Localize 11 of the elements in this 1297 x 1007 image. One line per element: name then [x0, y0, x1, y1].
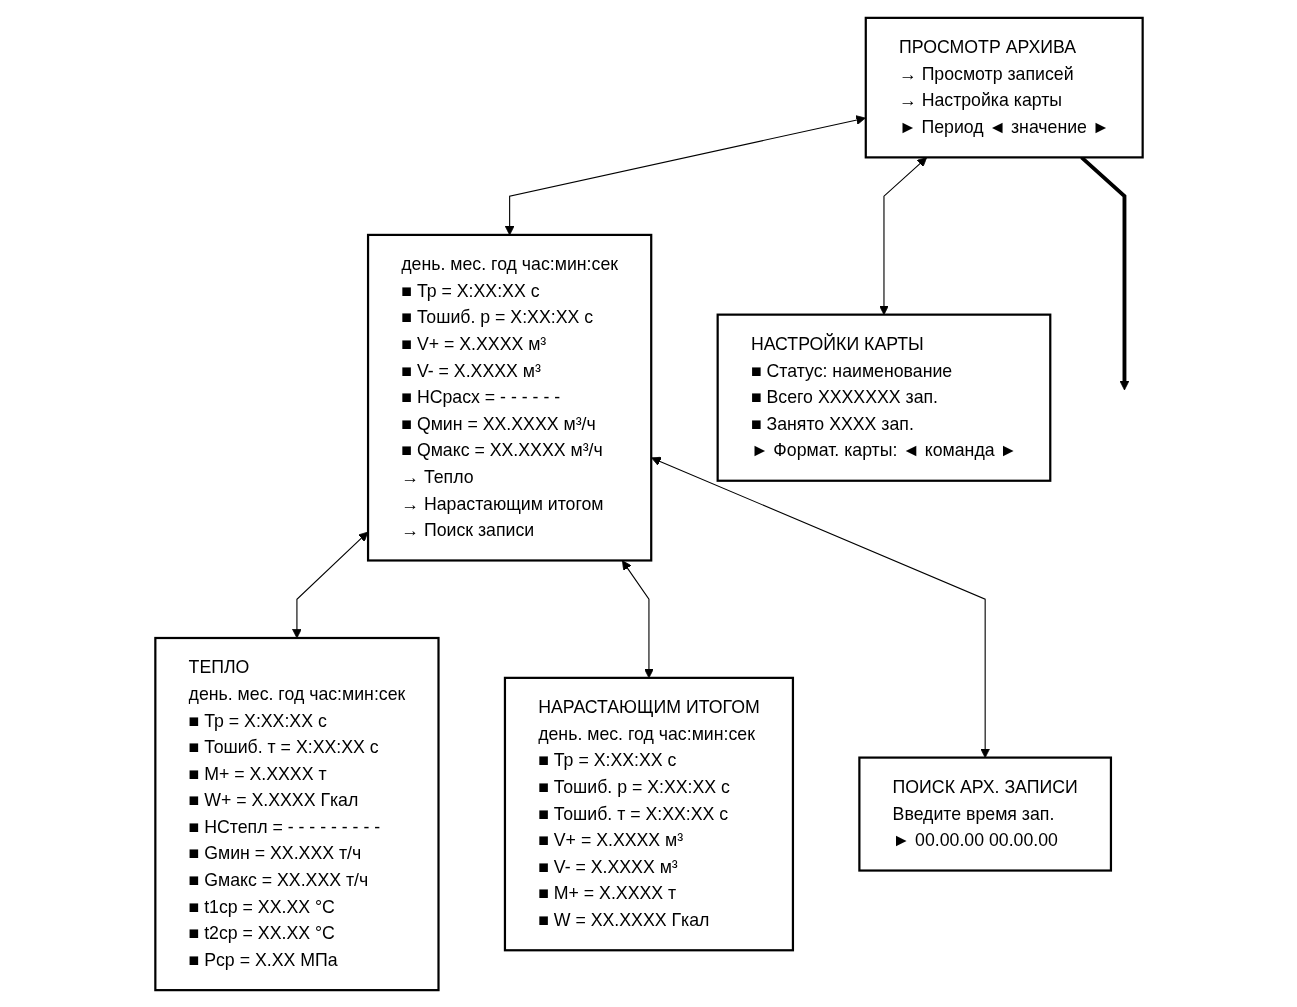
node-box: НАСТРОЙКИ КАРТЫ ■ Статус: наименование ■ Всего XXXXXXX зап. ■ Занято XXXX зап. ► Формат. карты: ◄ команда ►: [716, 313, 1051, 482]
node-box: ПРОСМОТР АРХИВА → Просмотр записей → Настройка карты ► Период ◄ значение ►: [864, 16, 1144, 158]
arrow: [621, 559, 654, 678]
node-box: ТЕПЛО день. мес. год час:мин:сек ■ Тр = X:XX:XX с ■ Тошиб. т = X:XX:XX с ■ М+ = X.XXXX т ■ W+ = X.XXXX Гкал ■ НСтепл = - - - - - - - - - ■ Gмин = XX.XXX т/ч ■ Gмакс = XX.XXX т/ч ■ t1ср = XX.XX °С ■ t2ср = XX.XX °С ■ Рср = X.XX МПа: [153, 636, 440, 991]
arrow: [504, 114, 866, 235]
arrow: [878, 156, 927, 315]
arrow: [291, 531, 368, 638]
arrow: [650, 456, 990, 758]
node-box: день. мес. год час:мин:сек ■ Тр = X:XX:XX с ■ Тошиб. р = X:XX:XX с ■ V+ = X.XXXX м³ ■ V- = X.XXXX м³ ■ НСрасх = - - - - - - ■ Qмин = XX.XXXX м³/ч ■ Qмакс = XX.XXXX м³/ч → Тепло → Нарастающим итогом → Поиск записи: [366, 233, 652, 562]
node-box: ПОИСК АРХ. ЗАПИСИ Введите время зап. ► 00.00.00 00.00.00: [857, 756, 1112, 872]
node-box: НАРАСТАЮЩИМ ИТОГОМ день. мес. год час:мин:сек ■ Тр = X:XX:XX с ■ Тошиб. р = X:XX:XX с ■ Тошиб. т = X:XX:XX с ■ V+ = X.XXXX м³ ■ V- = X.XXXX м³ ■ М+ = X.XXXX т ■ W = XX.XXXX Гкал: [503, 676, 794, 951]
